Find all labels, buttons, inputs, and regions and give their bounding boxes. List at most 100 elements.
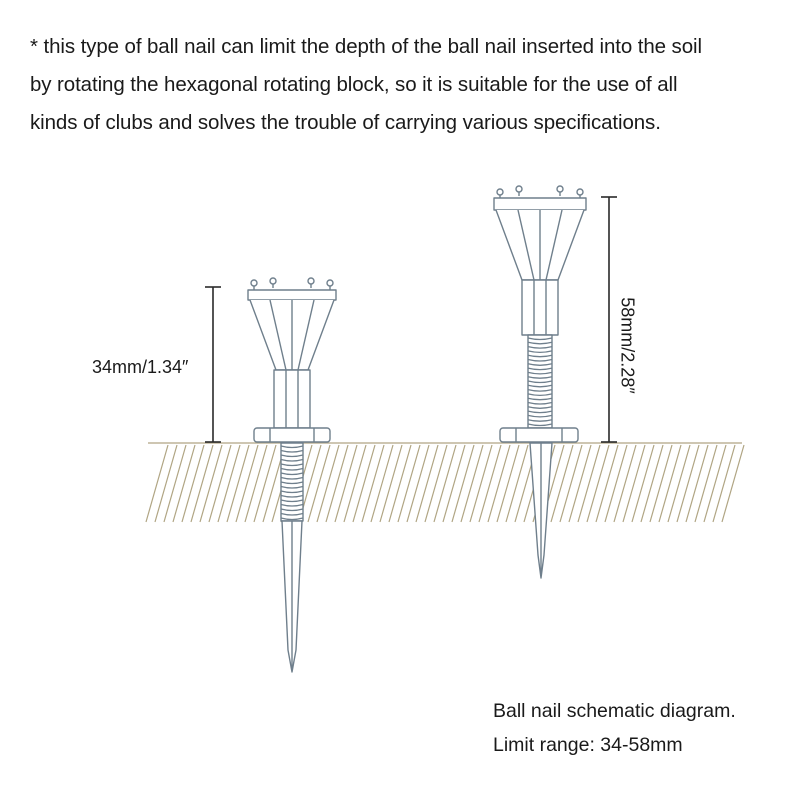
soil-hatch-line [226,444,250,523]
soil-hatch-line [397,444,421,523]
soil-hatch-line [604,444,628,523]
thread-coil [280,472,304,476]
depth-label-max: 58mm/2.28″ [617,297,638,394]
thread-coil [527,354,553,358]
soil-hatch-line [361,444,385,523]
soil-hatch-line [694,444,718,523]
soil-hatch-line [433,444,457,523]
soil-hatch-line [334,444,358,523]
thread-coil [527,380,553,384]
soil-hatch-line [190,444,214,523]
soil-hatch-line [640,444,664,523]
soil-hatch-line [199,444,223,523]
soil-hatch-line [325,444,349,523]
thread-coil [527,371,553,375]
intro-text: * this type of ball nail can limit the d… [30,28,780,142]
thread-coil [527,388,553,392]
soil-hatch-line [703,444,727,523]
thread-coil [280,517,304,521]
thread-coil [527,397,553,401]
thread-coil [527,367,553,371]
thread-coil [527,363,553,366]
thread-coil [280,445,304,449]
soil-hatch-line [622,444,646,523]
soil-hatch-line [658,444,682,523]
soil-hatch-line [559,444,583,523]
soil-hatch-line [253,444,277,523]
soil-hatch-line [307,444,331,523]
soil-hatch-line [172,444,196,523]
intro-line-3: kinds of clubs and solves the trouble of… [30,111,661,134]
soil-hatch-line [442,444,466,523]
thread-coil [527,406,553,409]
soil-hatch-line [649,444,673,523]
soil-hatch-line [181,444,205,523]
thread-coil [527,393,553,397]
thread-coil [527,414,553,418]
soil-hatch-line [352,444,376,523]
thread-coil [527,341,553,345]
thread-coil [280,481,304,485]
thread-coil [280,508,304,512]
thread-coil [280,490,304,494]
soil-hatch-line [631,444,655,523]
soil-hatch-line [316,444,340,523]
short-ball-nail [247,277,337,673]
soil-hatch-line [487,444,511,523]
depth-label-min: 34mm/1.34″ [92,357,189,377]
thread-coil [527,419,553,422]
thread-coil [280,503,304,507]
thread-coil [280,485,304,489]
thread-coil [280,494,304,498]
dimension-line-34mm [205,286,221,443]
soil-hatching [145,444,745,523]
soil-hatch-line [208,444,232,523]
intro-line-1: * this type of ball nail can limit the d… [30,35,702,58]
thread-coil [527,401,553,405]
soil-hatch-line [721,444,745,523]
thread-coil [280,467,304,471]
soil-hatch-line [505,444,529,523]
soil-hatch-line [613,444,637,523]
dimension-line-58mm [601,196,617,443]
caption-range: Limit range: 34-58mm [493,734,683,756]
soil-hatch-line [451,444,475,523]
soil-hatch-line [370,444,394,523]
soil-hatch-line [550,444,574,523]
intro-line-2: by rotating the hexagonal rotating block… [30,73,678,96]
thread-coil [280,458,304,462]
thread-coil [280,476,304,480]
thread-coil [527,345,553,349]
thread-coil [527,358,553,362]
soil-hatch-line [217,444,241,523]
thread-coil [527,410,553,414]
thread-coil [527,337,553,341]
soil-hatch-line [469,444,493,523]
soil-hatch-line [595,444,619,523]
soil-hatch-line [712,444,736,523]
thread-coil [280,512,304,516]
soil-hatch-line [424,444,448,523]
thread-coil [280,463,304,467]
soil-hatch-line [244,444,268,523]
thread-coil [527,350,553,354]
soil-hatch-line [235,444,259,523]
soil-hatch-line [154,444,178,523]
soil-hatch-line [388,444,412,523]
thread-coil [280,499,304,503]
thread-coil [527,376,553,379]
thread-coil [280,449,304,453]
soil-hatch-line [676,444,700,523]
soil-hatch-line [406,444,430,523]
thread-coil [280,454,304,458]
soil-hatch-line [145,444,169,523]
soil-hatch-line [685,444,709,523]
thread-coil [527,423,553,427]
tall-ball-nail [493,185,587,579]
soil-hatch-line [478,444,502,523]
soil-hatch-line [460,444,484,523]
soil-hatch-line [343,444,367,523]
soil-hatch-line [496,444,520,523]
caption-title: Ball nail schematic diagram. [493,700,736,722]
